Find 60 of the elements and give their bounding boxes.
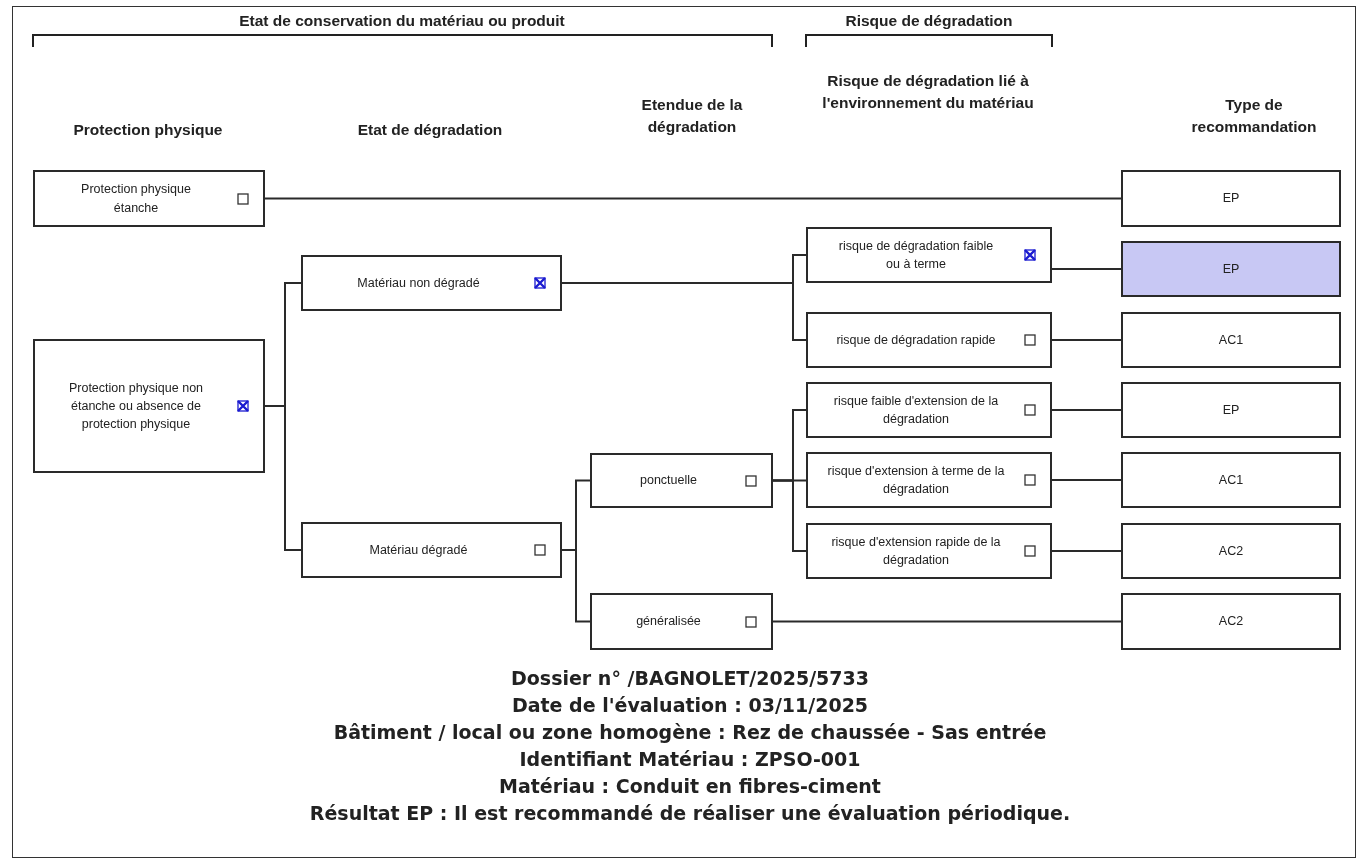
option-box xyxy=(806,452,1052,508)
recommendation-code: AC2 xyxy=(1217,542,1245,560)
option-box xyxy=(33,339,265,473)
connector-line xyxy=(772,620,1122,623)
option-text: ponctuelle xyxy=(639,472,698,490)
connector-line xyxy=(1051,550,1122,552)
summary-line: Dossier n° /BAGNOLET/2025/5733 xyxy=(510,667,870,689)
option-box xyxy=(33,170,265,227)
summary-line: Résultat EP : Il est recommandé de réaliser une évaluation périodique. xyxy=(308,802,1072,824)
option-text: Matériau non dégradé xyxy=(356,274,481,292)
option-box xyxy=(301,522,562,578)
option-text: risque faible d'extension de la dégradation xyxy=(832,392,1000,428)
option-text: Protection physique étanche xyxy=(80,181,192,217)
connector-line xyxy=(772,479,807,552)
recommendation-box xyxy=(1121,523,1341,579)
recommendation-box xyxy=(1121,170,1341,227)
option-text: généralisée xyxy=(635,613,702,631)
column-heading: Risque de dégradation lié à l'environnement du matériau xyxy=(821,71,1035,113)
recommendation-box xyxy=(1121,382,1341,438)
summary-line: Identifiant Matériau : ZPSO-001 xyxy=(518,748,862,770)
option-text: risque d'extension à terme de la dégradation xyxy=(826,462,1006,498)
connector-line xyxy=(264,197,1122,200)
connector-line xyxy=(1051,409,1122,411)
recommendation-code: EP xyxy=(1221,401,1241,419)
option-box xyxy=(590,593,773,650)
column-heading: Etendue de la dégradation xyxy=(640,95,744,137)
option-box xyxy=(806,523,1052,579)
recommendation-code: EP xyxy=(1221,190,1241,208)
recommendation-box xyxy=(1121,241,1341,297)
option-text: risque d'extension rapide de la dégradation xyxy=(830,533,1002,569)
recommendation-code: AC1 xyxy=(1217,331,1245,349)
option-box xyxy=(806,312,1052,368)
recommendation-box xyxy=(1121,593,1341,650)
connector-line xyxy=(264,405,302,551)
recommendation-code: AC2 xyxy=(1217,613,1245,631)
recommendation-code: AC1 xyxy=(1217,471,1245,489)
recommendation-box xyxy=(1121,452,1341,508)
option-box xyxy=(301,255,562,311)
recommendation-code: EP xyxy=(1221,260,1241,278)
connector-line xyxy=(1051,268,1122,270)
connector-line xyxy=(561,282,807,341)
summary-line: Date de l'évaluation : 03/11/2025 xyxy=(510,694,870,716)
connector-line xyxy=(1051,479,1122,481)
connector-line xyxy=(1051,339,1122,341)
option-text: risque de dégradation faible ou à terme xyxy=(837,237,995,273)
group-heading: Etat de conservation du matériau ou produit xyxy=(238,11,566,31)
connector-line xyxy=(561,549,591,623)
option-box xyxy=(590,453,773,508)
option-box xyxy=(806,227,1052,283)
group-heading: Risque de dégradation xyxy=(844,11,1014,31)
option-text: Matériau dégradé xyxy=(368,541,469,559)
summary-line: Matériau : Conduit en fibres-ciment xyxy=(498,775,882,797)
column-heading: Protection physique xyxy=(72,120,224,140)
column-heading: Type de recommandation xyxy=(1190,95,1318,137)
summary-line: Bâtiment / local ou zone homogène : Rez de chaussée - Sas entrée xyxy=(332,721,1048,743)
option-text: risque de dégradation rapide xyxy=(835,331,997,349)
option-box xyxy=(806,382,1052,438)
recommendation-box xyxy=(1121,312,1341,368)
option-text: Protection physique non étanche ou absence de protection physique xyxy=(67,379,205,434)
column-heading: Etat de dégradation xyxy=(356,120,504,140)
